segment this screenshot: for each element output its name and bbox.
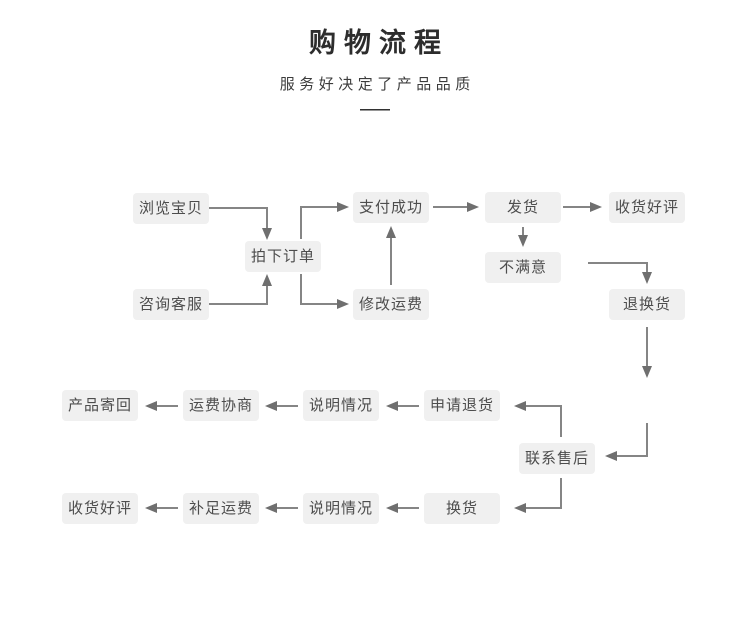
edge-consult-to-place-order [209, 274, 272, 305]
flow-node-shipping-negotiate: 运费协商 [183, 390, 259, 421]
flow-node-unsatisfied: 不满意 [485, 252, 561, 283]
flow-node-explain-situation-2: 说明情况 [303, 493, 379, 524]
flow-node-place-order: 拍下订单 [245, 241, 321, 272]
flow-node-return-exchange: 退换货 [609, 289, 685, 320]
edge-place-order-to-pay-success [300, 202, 349, 239]
flow-node-receive-review: 收货好评 [609, 192, 685, 223]
edge-aftersales-to-exchange [514, 478, 562, 513]
flow-node-consult-service: 咨询客服 [133, 289, 209, 320]
flow-node-exchange-goods: 换货 [424, 493, 500, 524]
flow-node-modify-shipping: 修改运费 [353, 289, 429, 320]
divider-dashes: —— [360, 101, 390, 118]
page-title: 购物流程 [309, 28, 449, 58]
page-subtitle: 服务好决定了产品品质 [279, 76, 475, 93]
edge-aftersales-to-apply-return [514, 401, 562, 437]
flow-node-browse-items: 浏览宝贝 [133, 193, 209, 224]
flow-node-explain-situation-1: 说明情况 [303, 390, 379, 421]
flow-node-makeup-shipping: 补足运费 [183, 493, 259, 524]
flow-node-pay-success: 支付成功 [353, 192, 429, 223]
flow-node-receive-review-2: 收货好评 [62, 493, 138, 524]
edge-browse-to-place-order [209, 207, 272, 240]
flow-node-product-send-back: 产品寄回 [62, 390, 138, 421]
flow-node-contact-aftersales: 联系售后 [519, 443, 595, 474]
edge-down-to-contact-aftersales [605, 423, 648, 461]
edge-place-order-to-modify-ship [300, 274, 349, 309]
flow-node-apply-return: 申请退货 [424, 390, 500, 421]
edge-unsatisfied-to-return [588, 262, 652, 284]
flow-node-ship-goods: 发货 [485, 192, 561, 223]
